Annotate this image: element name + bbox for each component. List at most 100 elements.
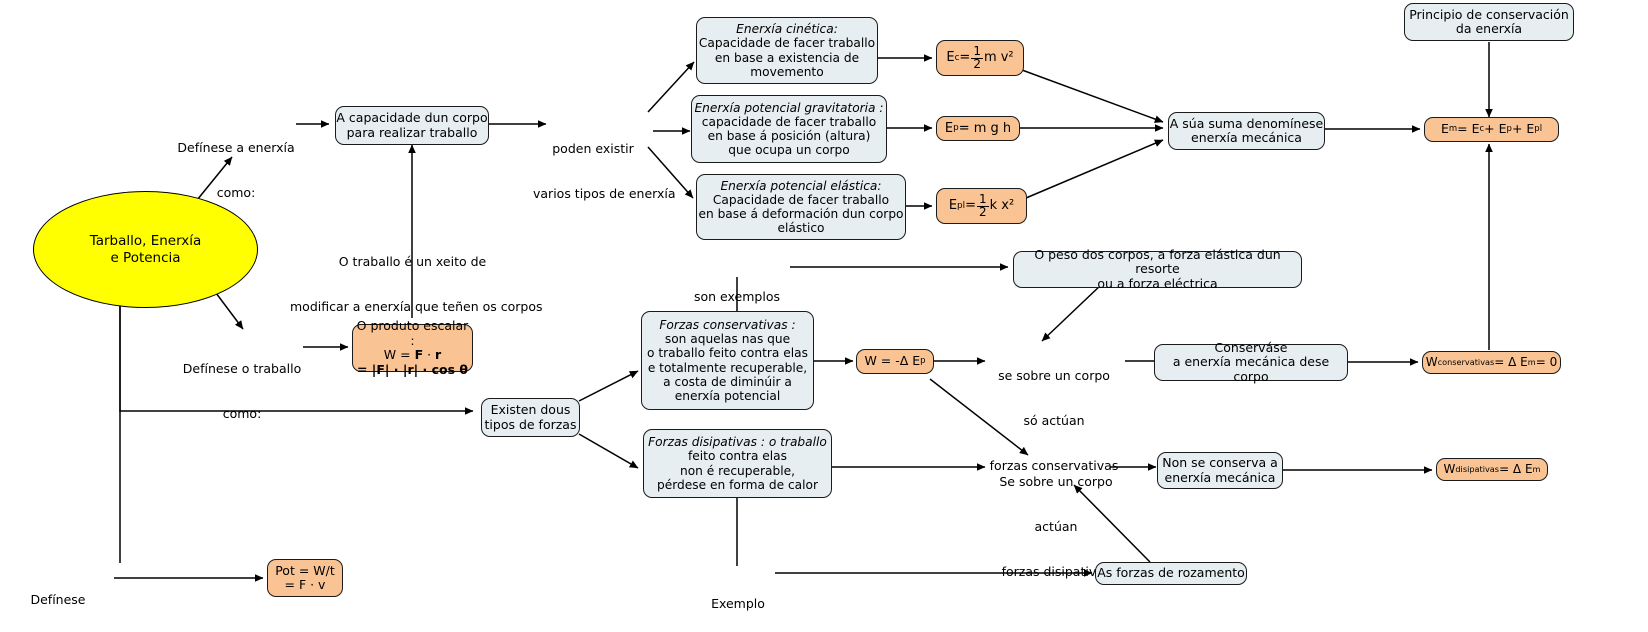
label-line: como:	[216, 185, 256, 200]
node-line: ou a forza eléctrica	[1097, 275, 1218, 291]
node-line: Principio de conservación	[1409, 6, 1569, 22]
link-label-traballo-xeito: O traballo é un xeito de modificar a ene…	[290, 224, 543, 344]
formula-eq: =	[959, 50, 971, 66]
label-line: forzas conservativas	[989, 458, 1119, 473]
node-line: Conserváse	[1214, 339, 1288, 355]
label-line: O traballo é un xeito de	[338, 254, 487, 269]
label-line: se sobre un corpo	[998, 368, 1110, 383]
link-label-se-so-actuan-conservativas: se sobre un corpo só actúan forzas conse…	[980, 338, 1128, 503]
node-exemplos-forzas-conservativas[interactable]: O peso dos corpos, a forza elástica dun …	[1013, 247, 1302, 290]
node-capacidade-dun-corpo[interactable]: A capacidade dun corpo para realizar tra…	[335, 106, 489, 145]
node-line: Capacidade de facer traballo	[712, 192, 890, 207]
node-line: a enerxía mecánica dese corpo	[1172, 354, 1330, 384]
node-line: A capacidade dun corpo	[336, 110, 488, 125]
fraction-one-half: 1 2	[977, 191, 989, 219]
node-line: para realizar traballo	[346, 124, 478, 140]
formula-line: Pot = W/t	[275, 562, 335, 578]
node-line: en base á deformación dun corpo	[698, 207, 904, 221]
label-line: Defínese o traballo	[182, 361, 302, 376]
label-line: son exemplos	[694, 289, 780, 304]
label-line: modificar a enerxía que teñen os corpos	[290, 299, 543, 314]
formula-var: E	[944, 120, 954, 136]
formula-eq: = m g h	[958, 120, 1012, 136]
node-line: Capacidade de facer traballo	[698, 36, 876, 51]
node-line: non é recuperable,	[679, 463, 795, 478]
label-line: Defínese a enerxía	[177, 140, 295, 155]
node-line: Existen dous	[490, 402, 571, 417]
root-line2: e Potencia	[110, 249, 181, 266]
edge-dous-tipos-to-disipativas	[578, 433, 639, 469]
node-line: en base a existencia de	[714, 50, 860, 65]
node-heading: Enerxía potencial gravitatoria :	[694, 100, 884, 115]
node-enerxia-potencial-elastica[interactable]: Enerxía potencial elástica: Capacidade d…	[696, 174, 906, 240]
label-line: poden existir	[552, 141, 634, 156]
edge-ec-to-suma	[1021, 69, 1164, 123]
node-principio-conservacion[interactable]: Principio de conservación da enerxía	[1404, 3, 1574, 41]
formula-tail: k x²	[989, 198, 1015, 214]
label-line: Defínese	[30, 592, 86, 607]
node-forzas-disipativas[interactable]: Forzas disipativas : o traballo feito co…	[643, 429, 832, 498]
formula-sub: p	[953, 123, 959, 134]
node-line: o traballo feito contra elas	[647, 346, 808, 361]
node-suma-enerxia-mecanica[interactable]: A súa suma denomínese enerxía mecánica	[1168, 112, 1325, 150]
link-label-son-exemplos: son exemplos	[683, 259, 791, 334]
link-label-define-potencia: Defínese a potencia como:	[2, 562, 114, 632]
node-forzas-de-rozamento[interactable]: As forzas de rozamento	[1095, 562, 1247, 585]
node-enerxia-cinetica[interactable]: Enerxía cinética: Capacidade de facer tr…	[696, 17, 878, 84]
formula-tail: m v²	[983, 50, 1014, 66]
node-heading: Forzas disipativas : o traballo	[648, 435, 827, 450]
node-line: A súa suma denomínese	[1169, 115, 1324, 131]
node-heading: Enerxía potencial elástica:	[720, 178, 882, 193]
formula-potencia[interactable]: Pot = W/t = F · v	[267, 559, 343, 597]
formula-eq: =	[965, 198, 976, 214]
link-label-se-actuan-disipativas: Se sobre un corpo actúan forzas disipati…	[982, 444, 1130, 609]
link-label-exemplo: Exemplo	[702, 566, 774, 632]
node-enerxia-potencial-gravitatoria[interactable]: Enerxía potencial gravitatoria : capacid…	[691, 95, 887, 163]
node-line: que ocupa un corpo	[728, 143, 850, 158]
root-node-traballo-enerxia-potencia[interactable]: Tarballo, Enerxía e Potencia	[33, 191, 258, 308]
edge-root-to-define-traballo	[212, 288, 244, 330]
label-line: forzas disipativas	[1001, 564, 1111, 579]
formula-line: O produto escalar :	[356, 318, 469, 348]
node-line: da enerxía	[1455, 21, 1523, 36]
node-line: tipos de forzas	[484, 416, 577, 432]
node-line: enerxía potencial	[674, 388, 781, 403]
label-line: Se sobre un corpo	[999, 474, 1113, 489]
formula-line: W = F · r	[383, 347, 442, 362]
node-line: movemento	[750, 64, 824, 79]
node-line: en base á posición (altura)	[707, 129, 871, 143]
formula-var: E	[946, 50, 955, 66]
formula-sub: pl	[957, 200, 966, 211]
formula-line: = |F| · |r| · cos θ	[356, 361, 469, 377]
formula-produto-escalar[interactable]: O produto escalar : W = F · r = |F| · |r…	[352, 318, 473, 376]
formula-line: = F · v	[284, 577, 326, 592]
label-line: Exemplo	[711, 596, 765, 611]
edge-epl-to-suma	[1025, 139, 1164, 199]
node-line: e totalmente recuperable,	[647, 360, 808, 375]
node-line: capacidade de facer traballo	[701, 114, 877, 129]
label-line: actúan	[1034, 519, 1078, 534]
root-line1: Tarballo, Enerxía	[89, 232, 202, 249]
node-line: a costa de diminúir a	[663, 374, 792, 389]
edge-dous-tipos-to-conservativas	[578, 370, 639, 402]
node-conservase-enerxia-mecanica[interactable]: Conserváse a enerxía mecánica dese corpo	[1154, 339, 1348, 384]
node-line: enerxía mecánica	[1191, 130, 1302, 145]
node-non-se-conserva-enerxia[interactable]: Non se conserva a enerxía mecánica	[1157, 452, 1283, 489]
node-line: son aquelas nas que	[664, 332, 791, 347]
node-line: enerxía mecánica	[1164, 469, 1276, 485]
edge-poden-to-cinetica	[647, 61, 695, 113]
node-forzas-conservativas[interactable]: Forzas conservativas : son aquelas nas q…	[641, 311, 814, 410]
node-line: Non se conserva a	[1162, 455, 1278, 470]
node-line: pérdese en forma de calor	[657, 477, 818, 492]
node-existen-dous-tipos-forzas[interactable]: Existen dous tipos de forzas	[481, 398, 580, 437]
node-line: elástico	[777, 221, 825, 236]
link-label-define-traballo: Defínese o traballo como:	[180, 331, 304, 451]
node-heading: Forzas conservativas :	[659, 318, 796, 333]
